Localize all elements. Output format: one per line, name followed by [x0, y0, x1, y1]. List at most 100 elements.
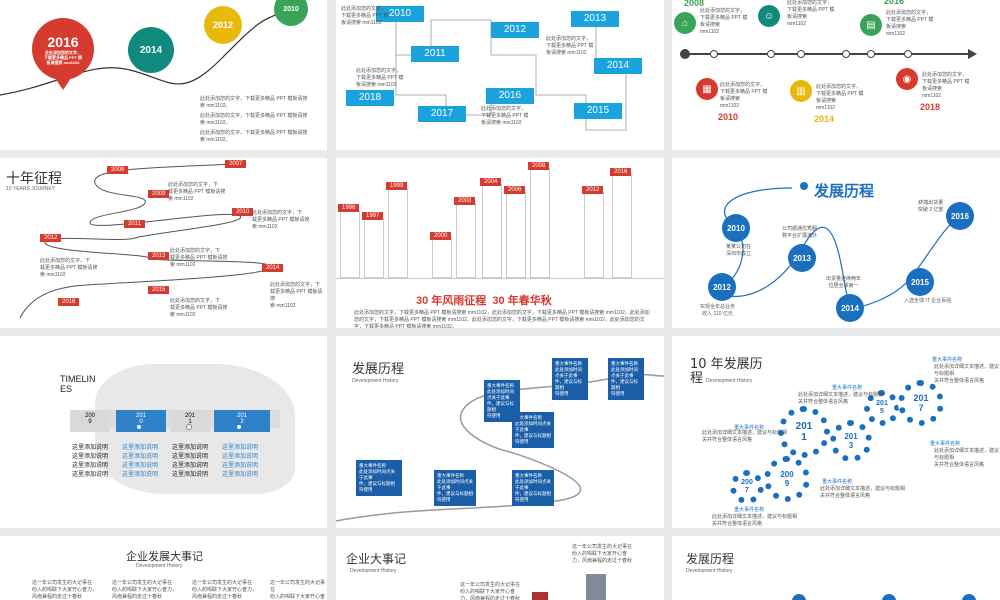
desc: 此处添加您的文字， 下载更多精品 PPT 模 板请搜索 mm1102: [481, 106, 529, 126]
s3-years_bottom-1: 2014: [814, 114, 835, 124]
s6-labels-5: 終端出货量 突破 2 亿部: [918, 200, 944, 213]
s4-flags-4: 2011: [124, 220, 145, 228]
s8-event: 重大事件名称: [611, 361, 638, 366]
year-box-2010: 2010: [376, 6, 424, 22]
s6-labels-4: 入选全球 IT 企业百强: [904, 298, 952, 304]
s7-item: 这里添加说明: [172, 445, 209, 451]
s8-event: 重大事件名称: [359, 463, 386, 468]
s10-desc: 这一年公司发生的大记事在 纷入的喝联下大家开心奋力， 风雨兼程的走过十春秋: [112, 580, 178, 600]
s7-item: 这里添加说明: [122, 472, 159, 478]
year-box-2016: 2016: [486, 88, 534, 104]
s9-event: 重大事件名称: [734, 425, 765, 431]
s4-desc: 此处添加您的文字，下 载更多精品 PPT 模板请搜 索 mm1102: [252, 210, 310, 230]
s4-desc: 此处添加您的文字，下 载更多精品 PPT 模板请搜 索 mm1102: [170, 248, 228, 268]
s5-years-0: 1996: [338, 204, 360, 212]
element: [340, 210, 360, 278]
s8-event: 重大事件名称: [487, 383, 514, 388]
element: [506, 192, 526, 278]
page-title: 10 年发展历 程: [690, 357, 763, 386]
slide-10[interactable]: 企业发展大事记 Development History 这一年公司发生的大记事在…: [0, 536, 327, 600]
s6-labels-1: 实现全年总业务 收入 110 亿元: [700, 304, 736, 317]
s5-years-8: 2012: [582, 186, 604, 194]
s8-desc: 此处添加时间点关于此事 件，建议与标题相 符使用: [611, 367, 638, 396]
s5-years-4: 2003: [454, 197, 476, 205]
slide-2-blue-labels[interactable]: 2010 2011 2012 2013 2014 2015 2016 2017 …: [336, 0, 664, 150]
baseline: [336, 278, 664, 279]
element: 重大事件名称此处添加时间点关于此事 件，建议与标题相 符使用: [608, 358, 644, 400]
s10-desc: 这一年公司发生的大记事在 纷入的喝联下大家开心奋力， 风雨兼程的走过十春秋: [32, 580, 98, 600]
arrow-head-icon: [968, 49, 977, 59]
pin-2016: 2016 此处添加您的文字， 下载更多精品 PPT 模 板请搜索 mm1102: [32, 18, 94, 80]
s4-flags-5: 2012: [40, 234, 62, 242]
page-title: 企业发展大事记: [126, 550, 203, 563]
s9-gears-5: 200 9: [764, 456, 810, 502]
s9-desc: 此处添加详细文本描述，建议与标题相 关并符合整体语言风格: [798, 392, 884, 405]
s5-years-7: 2008: [528, 162, 550, 170]
s6-labels-3: 出货量连续两年 位居全球第一: [826, 276, 862, 289]
s5-title_b: 30 年春华秋: [492, 295, 552, 307]
s8-subtitle: Development History: [352, 378, 399, 384]
s7-years-0: 200 9: [70, 410, 110, 432]
year-box-2017: 2017: [418, 106, 466, 122]
s4-flags-0: 2007: [225, 160, 247, 168]
element: 重大事件名称此处添加时间点关于此事 件，建议与标题相 符使用: [512, 470, 554, 506]
slide-12[interactable]: 发展历程 Development History: [672, 536, 1000, 600]
s7-item: 这里添加说明: [72, 454, 109, 460]
s9-event: 重大事件名称: [832, 385, 863, 391]
year-2008: 2008: [684, 0, 705, 8]
s3-desc: 此处添加您的文字， 下载更多精品 PPT 模 板请搜索 mm1102: [700, 8, 748, 35]
slide-4-ten-years[interactable]: 十年征程 10 YEARS JOURNEY 2007 2008 2009 201…: [0, 158, 327, 328]
axis-dot: [680, 49, 690, 59]
slide-11[interactable]: 企业大事记 Development History 这一年公司发生的大记事在 纷…: [336, 536, 664, 600]
s5-years-1: 1997: [362, 212, 384, 220]
element: [904, 50, 912, 58]
s8-event: 重大事件名称: [437, 473, 464, 478]
main-title: 30 年风雨征程 30 年春华秋: [416, 292, 552, 308]
user-icon: ☺: [758, 5, 780, 27]
s3-desc: 此处添加您的文字， 下载更多精品 PPT 模 板请搜索 mm1102: [886, 10, 934, 37]
s4-desc: 此处添加您的文字，下 载更多精品 PPT 模板请搜 索 mm1102: [270, 282, 323, 309]
photo-image: [532, 592, 548, 600]
element: [395, 55, 492, 116]
page-title: 发展历程: [814, 183, 875, 200]
s8-event: 重大事件名称: [555, 361, 582, 366]
element: 重大事件名称此处添加时间点关于此事 件，建议与标题相 符使用: [512, 412, 554, 448]
slide-3-arrow-timeline[interactable]: ⌂ 2008 ☺ ▤ 2016 此处添加您的文字， 下载更多精品 PPT 模 板…: [672, 0, 1000, 150]
element: [482, 184, 502, 278]
s5-years-2: 1999: [386, 182, 408, 190]
s7-item: 这里添加说明: [72, 445, 109, 451]
pin-2014: 2014: [128, 27, 174, 73]
slide-8-bubbles[interactable]: 发展历程 Development History 重大事件名称此处添加时间点关于…: [336, 336, 664, 528]
s6-years-1: 2012: [708, 273, 736, 301]
element: [842, 50, 850, 58]
slide-5-bars[interactable]: 1996 1997 1999 2000 2003 2004 2006 2008 …: [336, 158, 664, 328]
s6-years-5: 2016: [946, 202, 974, 230]
element: [19, 163, 271, 319]
slide-6-circles[interactable]: 发展历程 2010 2012 2013 2014 2015 2016 某某公司在…: [672, 158, 1000, 328]
slide-7-timelines[interactable]: TIMELIN ES 200 9 201 0 201 1 201 2 这里添加说…: [0, 336, 327, 528]
s6-years-3: 2014: [836, 294, 864, 322]
page-title: 企业大事记: [346, 552, 407, 566]
element: [867, 50, 875, 58]
s4-flags-9: 2016: [58, 298, 80, 306]
s9-gears-4: 200 7: [730, 470, 764, 504]
element: [962, 594, 976, 600]
element: [236, 424, 242, 430]
desc: 此处添加您的文字， 下载更多精品 PPT 模 板请搜索 mm1102: [546, 36, 594, 56]
s1-years-0: 2016: [47, 33, 79, 50]
s7-item: 这里添加说明: [72, 472, 109, 478]
s3-desc: 此处添加您的文字， 下载更多精品 PPT 模 板请搜索 mm1102: [922, 72, 970, 99]
s9-gears-0: 201 1: [778, 406, 830, 458]
slide-1-map-pins[interactable]: 2016 此处添加您的文字， 下载更多精品 PPT 模 板请搜索 mm1102 …: [0, 0, 327, 150]
slide-9-gears[interactable]: 10 年发展历 程 Development History 201 1 201 …: [672, 336, 1000, 528]
s9-desc: 此处添加详细文本描述，建议与标题相 关并符合整体语言风格: [934, 448, 1000, 468]
element: [710, 50, 718, 58]
zigzag-road: [19, 163, 271, 319]
road-curve: [336, 374, 664, 522]
s6-years-0: 2010: [722, 214, 750, 242]
element: [388, 188, 408, 278]
s4-flags-6: 2013: [148, 252, 170, 260]
camera-icon: ◉: [896, 68, 918, 90]
element: [336, 374, 664, 522]
s7-item: 这里添加说明: [222, 463, 259, 469]
